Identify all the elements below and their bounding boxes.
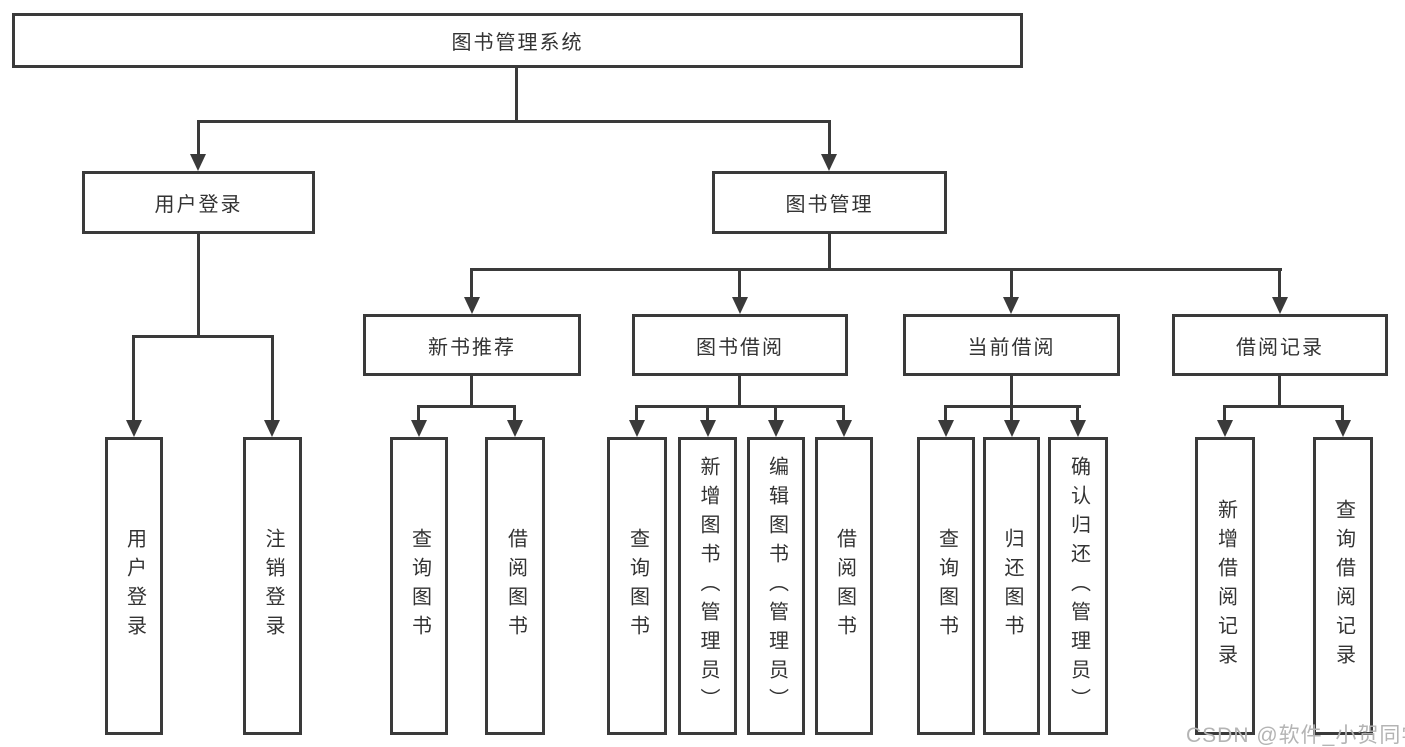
csdn-watermark: CSDN @软件_小贺同学: [1186, 724, 1405, 747]
connector-line: [1010, 405, 1013, 422]
leaf-label: 借阅图书: [833, 528, 856, 644]
leaf-label: 查询借阅记录: [1332, 499, 1355, 673]
connector-line: [417, 405, 420, 422]
leaf-query-borrow-record: 查询借阅记录: [1313, 437, 1373, 735]
node-borrow-records: 借阅记录: [1172, 314, 1388, 376]
connector-line: [1010, 376, 1013, 405]
leaf-user-login: 用户登录: [105, 437, 163, 735]
node-new-book-recommend: 新书推荐: [363, 314, 581, 376]
connector-line: [828, 234, 831, 271]
leaf-label: 查询图书: [626, 528, 649, 644]
arrow-down-icon: [1070, 420, 1086, 437]
leaf-label: 用户登录: [123, 528, 146, 644]
arrow-down-icon: [938, 420, 954, 437]
connector-line: [132, 335, 274, 338]
connector-line: [706, 405, 709, 422]
arrow-down-icon: [836, 420, 852, 437]
connector-line: [635, 405, 638, 422]
arrow-down-icon: [126, 420, 142, 437]
node-current-borrow: 当前借阅: [903, 314, 1120, 376]
leaf-return-books: 归还图书: [983, 437, 1040, 735]
connector-line: [828, 120, 831, 157]
leaf-label: 新增图书（管理员）: [697, 455, 719, 717]
connector-line: [1223, 405, 1226, 422]
connector-line: [513, 405, 516, 422]
arrow-down-icon: [1004, 420, 1020, 437]
arrow-down-icon: [507, 420, 523, 437]
connector-line: [1278, 376, 1281, 405]
leaf-label: 查询图书: [408, 528, 431, 644]
leaf-label: 归还图书: [1001, 528, 1023, 644]
leaf-add-borrow-record: 新增借阅记录: [1195, 437, 1255, 735]
node-book-borrow: 图书借阅: [632, 314, 848, 376]
connector-line: [470, 376, 473, 405]
arrow-down-icon: [1217, 420, 1233, 437]
arrow-down-icon: [1335, 420, 1351, 437]
leaf-edit-books-admin: 编辑图书（管理员）: [747, 437, 805, 735]
connector-line: [635, 405, 845, 408]
arrow-down-icon: [629, 420, 645, 437]
connector-line: [1223, 405, 1344, 408]
connector-line: [738, 376, 741, 405]
connector-line: [1278, 268, 1281, 300]
connector-line: [417, 405, 516, 408]
arrow-down-icon: [411, 420, 427, 437]
leaf-confirm-return-admin: 确认归还（管理员）: [1048, 437, 1108, 735]
arrow-down-icon: [821, 154, 837, 171]
arrow-down-icon: [190, 154, 206, 171]
connector-line: [1076, 405, 1079, 422]
connector-line: [1010, 268, 1013, 300]
leaf-borrow-books-recommend: 借阅图书: [485, 437, 545, 735]
arrow-down-icon: [732, 297, 748, 314]
connector-line: [470, 268, 473, 300]
connector-line: [132, 335, 135, 422]
leaf-query-books-borrow: 查询图书: [607, 437, 667, 735]
leaf-query-books-current: 查询图书: [917, 437, 975, 735]
leaf-logout: 注销登录: [243, 437, 302, 735]
connector-line: [197, 120, 200, 157]
connector-line: [1341, 405, 1344, 422]
leaf-label: 注销登录: [262, 528, 284, 644]
connector-line: [515, 68, 518, 120]
leaf-label: 确认归还（管理员）: [1067, 455, 1090, 717]
arrow-down-icon: [464, 297, 480, 314]
arrow-down-icon: [768, 420, 784, 437]
leaf-label: 新增借阅记录: [1214, 499, 1237, 673]
connector-line: [774, 405, 777, 422]
arrow-down-icon: [264, 420, 280, 437]
leaf-add-books-admin: 新增图书（管理员）: [678, 437, 737, 735]
connector-line: [944, 405, 947, 422]
connector-line: [738, 268, 741, 300]
leaf-borrow-books: 借阅图书: [815, 437, 873, 735]
leaf-query-books-recommend: 查询图书: [390, 437, 448, 735]
connector-line: [197, 120, 831, 123]
arrow-down-icon: [700, 420, 716, 437]
arrow-down-icon: [1003, 297, 1019, 314]
leaf-label: 查询图书: [935, 528, 958, 644]
connector-line: [842, 405, 845, 422]
node-user-login: 用户登录: [82, 171, 315, 234]
node-book-management: 图书管理: [712, 171, 947, 234]
leaf-label: 编辑图书（管理员）: [765, 455, 788, 717]
leaf-label: 借阅图书: [504, 528, 527, 644]
connector-line: [197, 234, 200, 335]
connector-line: [271, 335, 274, 422]
arrow-down-icon: [1272, 297, 1288, 314]
connector-line: [471, 268, 1282, 271]
node-root-library-system: 图书管理系统: [12, 13, 1023, 68]
